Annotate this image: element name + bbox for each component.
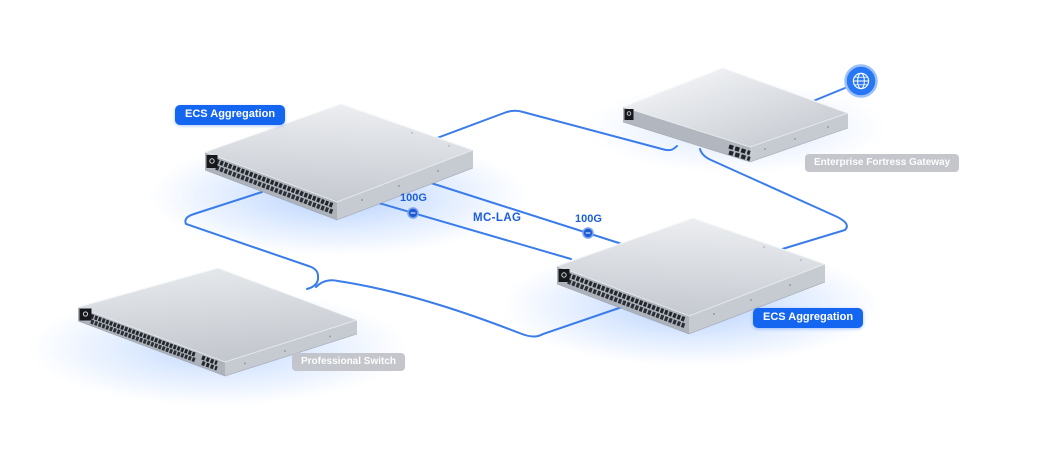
device-enterprise-fortress-gateway [622, 67, 849, 163]
link-dot-left [407, 207, 419, 219]
link-speed-left-label: 100G [400, 192, 427, 204]
rj45-port-rows [90, 314, 218, 371]
gateway-ports [728, 144, 751, 162]
connection-lines [184, 87, 848, 338]
device-professional-switch [77, 267, 358, 377]
mclag-label: MC-LAG [473, 212, 522, 224]
badge-professional-switch: Professional Switch [292, 353, 406, 371]
link-speed-dots [407, 207, 594, 239]
line-gateway-to-ecs-bottom [699, 148, 848, 251]
line-pro-switch-to-ecs-bottom [315, 279, 623, 338]
globe-icon [844, 64, 878, 98]
link-dot-right [582, 227, 594, 239]
line-ecs-top-to-gateway [436, 109, 678, 152]
line-ecs-top-to-pro-switch [184, 191, 319, 290]
badge-ecs-aggregation-top: ECS Aggregation [175, 105, 286, 125]
link-speed-right-label: 100G [575, 213, 602, 225]
badge-ecs-aggregation-bottom: ECS Aggregation [753, 308, 864, 328]
line-mclag-lower [371, 200, 572, 260]
badge-enterprise-fortress-gateway: Enterprise Fortress Gateway [805, 154, 960, 172]
